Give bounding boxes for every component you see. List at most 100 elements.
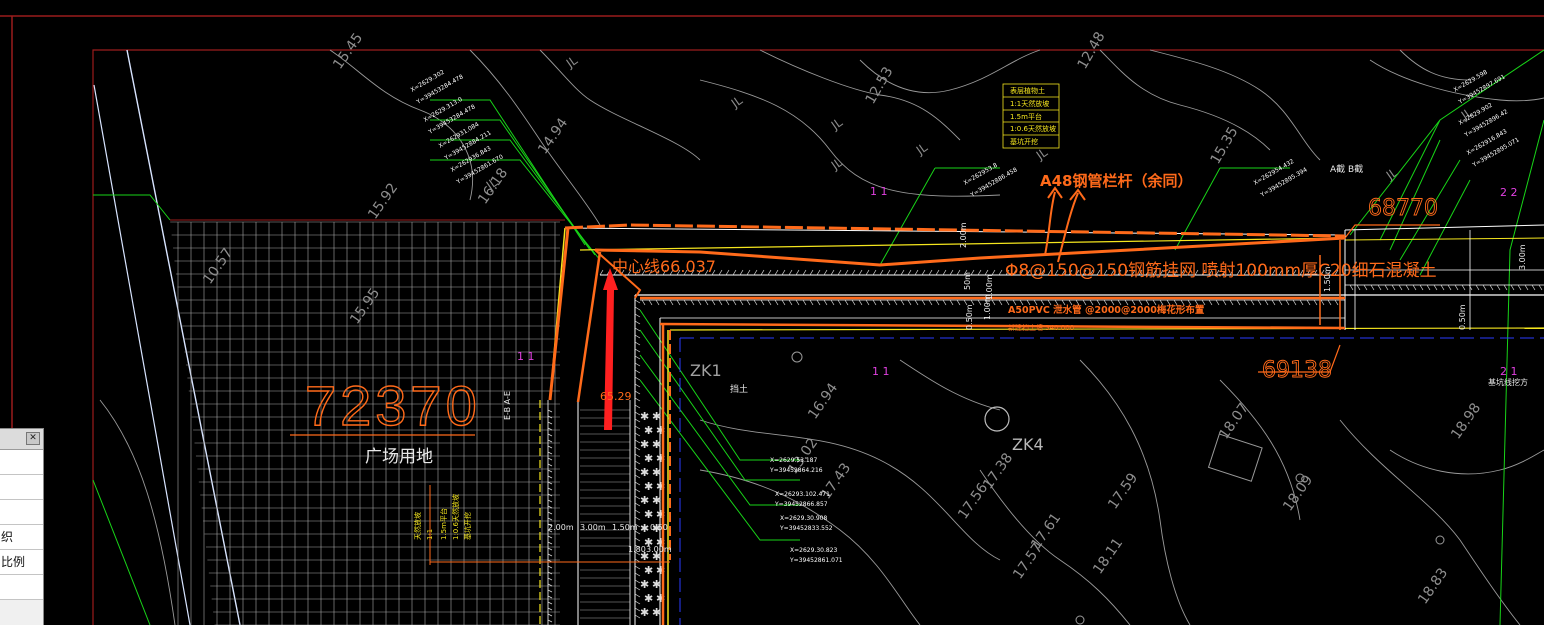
svg-text:✱: ✱ xyxy=(644,508,653,521)
svg-text:JL: JL xyxy=(728,93,745,111)
svg-text:2.00m: 2.00m xyxy=(548,523,574,532)
zk4-circle xyxy=(984,406,1010,432)
svg-text:X=2629.53.187: X=2629.53.187 xyxy=(770,457,817,464)
dim-72370: 72370 xyxy=(305,374,481,437)
svg-text:✱: ✱ xyxy=(644,480,653,493)
svg-text:✱: ✱ xyxy=(652,606,661,619)
svg-text:15.45: 15.45 xyxy=(330,30,366,72)
material-legend xyxy=(1002,83,1060,149)
svg-text:E-B A-E: E-B A-E xyxy=(503,391,512,420)
panel-row[interactable] xyxy=(0,450,43,475)
svg-text:✱: ✱ xyxy=(640,550,649,563)
small-elevation: 65.29 xyxy=(600,390,632,403)
svg-text:✱: ✱ xyxy=(656,480,665,493)
borehole-zk1: ZK1 xyxy=(690,361,722,380)
svg-text:15.35: 15.35 xyxy=(1208,124,1242,167)
contour-lines xyxy=(99,49,1544,625)
panel-row[interactable]: 比例 xyxy=(0,550,43,575)
panel-close-button[interactable]: ✕ xyxy=(26,432,40,445)
railing-note: A48钢管栏杆（余同） xyxy=(1040,172,1192,190)
orange-wall-outline xyxy=(290,223,1440,625)
centerline-label: 中心线66.037 xyxy=(612,257,716,276)
svg-text:X=2629.30.823: X=2629.30.823 xyxy=(790,547,837,554)
dim-68770: 68770 xyxy=(1368,196,1438,221)
svg-text:2 2: 2 2 xyxy=(1500,186,1518,199)
road-edge-line-2 xyxy=(93,84,191,625)
panel-row[interactable]: 织 xyxy=(0,525,43,550)
svg-text:0.50m: 0.50m xyxy=(1458,304,1467,330)
svg-text:JL: JL xyxy=(563,53,580,71)
svg-text:✱: ✱ xyxy=(644,536,653,549)
svg-text:50m: 50m xyxy=(963,272,972,290)
panel-row[interactable] xyxy=(0,500,43,525)
borehole-zk4: ZK4 xyxy=(1012,435,1044,454)
svg-text:1.5m平台: 1.5m平台 xyxy=(1010,112,1042,121)
svg-text:1.50m: 1.50m xyxy=(1323,266,1332,292)
svg-text:15.92: 15.92 xyxy=(365,180,401,222)
svg-text:JL: JL xyxy=(828,115,845,133)
svg-text:✱: ✱ xyxy=(644,592,653,605)
svg-text:1:0.6天然放坡: 1:0.6天然放坡 xyxy=(451,494,460,540)
svg-text:✱: ✱ xyxy=(640,438,649,451)
svg-text:✱: ✱ xyxy=(652,522,661,535)
svg-text:✱: ✱ xyxy=(652,466,661,479)
svg-text:✱: ✱ xyxy=(640,466,649,479)
svg-text:A截 B截: A截 B截 xyxy=(1330,163,1363,175)
svg-text:✱: ✱ xyxy=(652,494,661,507)
red-arrow xyxy=(603,268,618,430)
svg-text:✱: ✱ xyxy=(644,564,653,577)
svg-text:✱: ✱ xyxy=(652,410,661,423)
properties-panel[interactable]: ✕ 织 比例 xyxy=(0,428,44,625)
svg-text:✱: ✱ xyxy=(656,536,665,549)
svg-text:1:1天然放坡: 1:1天然放坡 xyxy=(1010,99,1049,108)
svg-text:✱: ✱ xyxy=(644,452,653,465)
wall-hatching xyxy=(547,269,1543,623)
svg-text:X=26293.102.471: X=26293.102.471 xyxy=(775,491,830,498)
svg-text:3.00m: 3.00m xyxy=(646,545,672,554)
panel-row[interactable] xyxy=(0,575,43,600)
svg-text:10.57: 10.57 xyxy=(200,245,236,287)
svg-text:基坑开挖: 基坑开挖 xyxy=(1010,137,1038,146)
svg-text:1:0.6天然放坡: 1:0.6天然放坡 xyxy=(1010,124,1056,133)
svg-text:17.59: 17.59 xyxy=(1105,470,1141,512)
svg-text:Y=39452861.071: Y=39452861.071 xyxy=(789,557,843,564)
svg-text:3.00m: 3.00m xyxy=(1518,244,1527,270)
svg-text:✱: ✱ xyxy=(656,564,665,577)
svg-text:✱: ✱ xyxy=(656,592,665,605)
svg-text:12.53: 12.53 xyxy=(863,64,897,107)
svg-text:✱: ✱ xyxy=(652,578,661,591)
svg-text:✱: ✱ xyxy=(640,606,649,619)
svg-text:✱: ✱ xyxy=(640,578,649,591)
svg-text:1 1: 1 1 xyxy=(517,350,535,363)
svg-text:12.48: 12.48 xyxy=(1075,29,1109,72)
retaining-wall xyxy=(539,224,1544,625)
svg-text:新建挡土墙 340.000: 新建挡土墙 340.000 xyxy=(1008,323,1074,332)
svg-text:18.83: 18.83 xyxy=(1415,565,1451,607)
svg-text:Y=39452895.394: Y=39452895.394 xyxy=(1259,166,1309,199)
svg-text:✱: ✱ xyxy=(656,508,665,521)
svg-text:18.09: 18.09 xyxy=(1280,472,1316,514)
svg-text:1.80: 1.80 xyxy=(628,545,646,554)
dim-69138: 69138 xyxy=(1262,358,1332,383)
panel-titlebar[interactable]: ✕ xyxy=(0,429,43,450)
svg-text:1.5m平台: 1.5m平台 xyxy=(439,508,448,540)
svg-text:天然放坡: 天然放坡 xyxy=(413,512,422,540)
section-markers: 1 1 1 1 1 1 2 2 2 1 xyxy=(517,185,1518,378)
svg-text:X=2629.30.908: X=2629.30.908 xyxy=(780,515,827,522)
svg-text:3.00m: 3.00m xyxy=(580,523,606,532)
svg-text:✱: ✱ xyxy=(652,438,661,451)
panel-row[interactable] xyxy=(0,475,43,500)
svg-text:17.38: 17.38 xyxy=(980,450,1016,492)
svg-text:2.00m: 2.00m xyxy=(959,222,968,248)
svg-text:1.00m: 1.00m xyxy=(983,294,992,320)
svg-text:✱: ✱ xyxy=(656,452,665,465)
road-edge-line-1 xyxy=(126,49,241,625)
svg-text:0.50: 0.50 xyxy=(650,523,668,532)
svg-text:2 1: 2 1 xyxy=(1500,365,1518,378)
svg-text:✱: ✱ xyxy=(644,424,653,437)
svg-text:16.94: 16.94 xyxy=(805,380,841,422)
svg-text:14.94: 14.94 xyxy=(535,115,571,157)
svg-text:Y=39452864.216: Y=39452864.216 xyxy=(769,467,823,474)
